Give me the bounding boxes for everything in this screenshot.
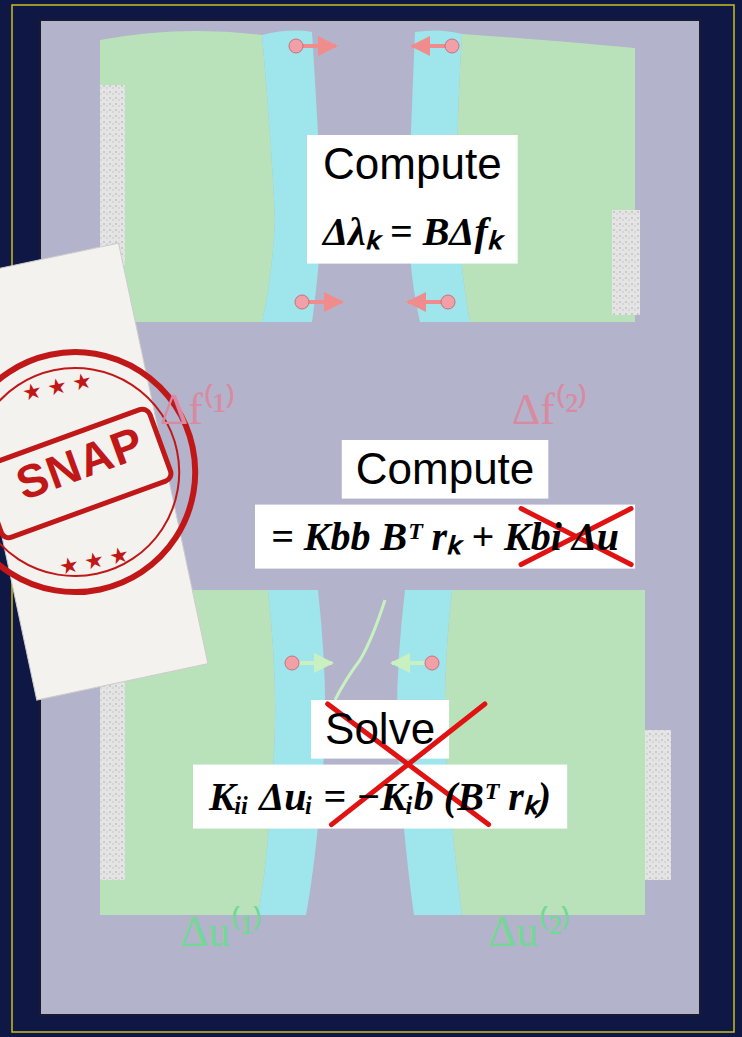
stamp-paper bbox=[0, 243, 208, 700]
step-title: Solve bbox=[311, 700, 449, 759]
formula: = Kbb Bᵀ rₖ + Kbi Δu bbox=[255, 505, 635, 569]
node-dot bbox=[441, 295, 455, 309]
disp-arrow bbox=[392, 661, 428, 665]
box-fill bbox=[307, 135, 518, 264]
force-arrow bbox=[306, 300, 342, 304]
stamp: ★ ★ ★ ★ ★ ★ bbox=[0, 237, 237, 708]
support bbox=[100, 85, 125, 265]
box-fill bbox=[255, 505, 635, 569]
formula: Δλₖ = BΔfₖ bbox=[307, 200, 518, 264]
node-dot bbox=[295, 295, 309, 309]
force-label: Δf⁽¹⁾ bbox=[160, 388, 236, 432]
step-title: Compute bbox=[342, 440, 549, 499]
box-fill bbox=[193, 765, 567, 829]
force-arrow bbox=[408, 300, 444, 304]
node-dot bbox=[285, 656, 299, 670]
node-dot bbox=[425, 656, 439, 670]
displacement-label: Δu⁽¹⁾ bbox=[180, 910, 264, 954]
disp-arrow bbox=[296, 661, 332, 665]
solve-box: SolveKᵢᵢ Δuᵢ = −Kᵢb (Bᵀ rₖ) bbox=[193, 700, 567, 829]
stamp-ring bbox=[0, 349, 199, 596]
force-label: Δf⁽²⁾ bbox=[512, 388, 588, 432]
box-fill bbox=[342, 440, 549, 499]
force-arrow bbox=[300, 44, 336, 48]
node-dot bbox=[289, 39, 303, 53]
displacement-label: Δu⁽²⁾ bbox=[488, 910, 572, 954]
stamp-band bbox=[0, 407, 173, 540]
stamp-ring bbox=[0, 330, 218, 615]
stamp-star: ★ ★ ★ bbox=[57, 541, 132, 580]
box-fill bbox=[311, 700, 449, 759]
support bbox=[612, 210, 640, 315]
substructure bbox=[445, 590, 645, 915]
compute-box: ComputeΔλₖ = BΔfₖ bbox=[307, 135, 518, 264]
force-arrow bbox=[412, 44, 448, 48]
compute-box: Compute = Kbb Bᵀ rₖ + Kbi Δu bbox=[255, 440, 635, 569]
step-title: Compute bbox=[309, 135, 516, 194]
node-dot bbox=[445, 39, 459, 53]
coupling-line bbox=[335, 600, 385, 700]
stamp-star: ★ ★ ★ bbox=[20, 367, 95, 406]
formula: Kᵢᵢ Δuᵢ = −Kᵢb (Bᵀ rₖ) bbox=[193, 765, 567, 829]
support bbox=[645, 730, 671, 880]
